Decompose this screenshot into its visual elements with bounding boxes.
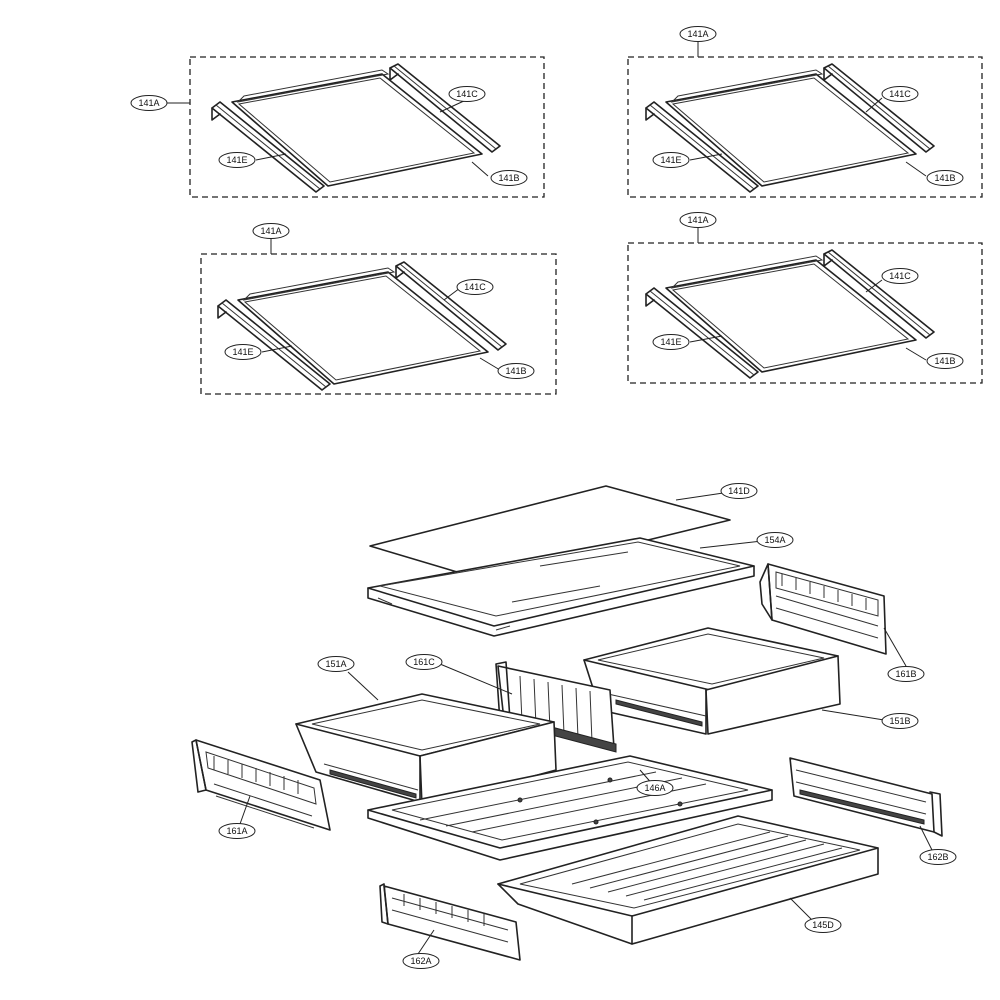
assembly-dashed-box xyxy=(627,56,983,198)
callout-151A: 151A xyxy=(317,656,355,672)
svg-text:141A: 141A xyxy=(260,226,281,236)
svg-text:162B: 162B xyxy=(927,852,948,862)
svg-text:161B: 161B xyxy=(895,669,916,679)
shelf-group-1 xyxy=(167,56,545,198)
svg-text:141E: 141E xyxy=(660,155,681,165)
assembly-dashed-box xyxy=(200,253,557,395)
svg-text:162A: 162A xyxy=(410,956,431,966)
callout-162A: 162A xyxy=(402,953,440,969)
svg-text:141E: 141E xyxy=(226,155,247,165)
callout-141A: 141A xyxy=(252,223,290,239)
shelf-assembly-drawing xyxy=(645,63,935,193)
svg-text:141C: 141C xyxy=(889,89,911,99)
callout-141B: 141B xyxy=(926,353,964,369)
drawer-panel-161A xyxy=(191,739,331,831)
callout-141B: 141B xyxy=(490,170,528,186)
callout-145D: 145D xyxy=(804,917,842,933)
cover-frame-154A xyxy=(367,537,755,637)
rail-162B xyxy=(789,757,943,837)
callout-labels: 141A 141C 141E 141B 141A 141C 141E 141B … xyxy=(130,26,964,969)
assembly-dashed-box xyxy=(627,242,983,384)
base-tray-146A xyxy=(367,755,773,861)
callout-146A: 146A xyxy=(636,780,674,796)
svg-text:151B: 151B xyxy=(889,716,910,726)
callout-161C: 161C xyxy=(405,654,443,670)
callout-141A: 141A xyxy=(679,26,717,42)
svg-text:141C: 141C xyxy=(889,271,911,281)
callout-154A: 154A xyxy=(756,532,794,548)
rail-162A xyxy=(379,883,521,961)
shelf-group-2 xyxy=(627,42,983,198)
callout-161A: 161A xyxy=(218,823,256,839)
drawer-panel-161B xyxy=(759,563,887,655)
shelf-group-3 xyxy=(200,238,557,395)
drawer-assembly xyxy=(191,485,943,961)
callout-162B: 162B xyxy=(919,849,957,865)
callout-141E: 141E xyxy=(652,152,690,168)
svg-text:141B: 141B xyxy=(934,173,955,183)
svg-text:141A: 141A xyxy=(687,215,708,225)
callout-141E: 141E xyxy=(218,152,256,168)
svg-text:141E: 141E xyxy=(232,347,253,357)
callout-141D: 141D xyxy=(720,483,758,499)
svg-text:154A: 154A xyxy=(764,535,785,545)
callout-141B: 141B xyxy=(497,363,535,379)
svg-text:146A: 146A xyxy=(644,783,665,793)
svg-text:141E: 141E xyxy=(660,337,681,347)
svg-text:145D: 145D xyxy=(812,920,834,930)
bottom-pan-145D xyxy=(497,815,879,945)
callout-161B: 161B xyxy=(887,666,925,682)
svg-text:141A: 141A xyxy=(687,29,708,39)
callout-141C: 141C xyxy=(448,86,486,102)
svg-text:141C: 141C xyxy=(456,89,478,99)
callout-141A: 141A xyxy=(679,212,717,228)
callout-151B: 151B xyxy=(881,713,919,729)
drawer-bin-151A xyxy=(295,693,557,807)
svg-text:161A: 161A xyxy=(226,826,247,836)
svg-text:141B: 141B xyxy=(505,366,526,376)
shelf-group-4 xyxy=(627,228,983,384)
assembly-dashed-box xyxy=(189,56,545,198)
svg-text:141B: 141B xyxy=(498,173,519,183)
svg-text:151A: 151A xyxy=(325,659,346,669)
svg-text:141D: 141D xyxy=(728,486,750,496)
callout-141C: 141C xyxy=(881,86,919,102)
svg-text:141A: 141A xyxy=(138,98,159,108)
svg-text:141B: 141B xyxy=(934,356,955,366)
shelf-assembly-drawing xyxy=(211,63,501,193)
callout-141B: 141B xyxy=(926,170,964,186)
callout-141C: 141C xyxy=(456,279,494,295)
drawer-bin-151B xyxy=(583,627,841,735)
callout-141C: 141C xyxy=(881,268,919,284)
callout-141E: 141E xyxy=(224,344,262,360)
callout-141A: 141A xyxy=(130,95,168,111)
callout-141E: 141E xyxy=(652,334,690,350)
svg-text:141C: 141C xyxy=(464,282,486,292)
svg-text:161C: 161C xyxy=(413,657,435,667)
glass-panel-141D xyxy=(369,485,731,581)
